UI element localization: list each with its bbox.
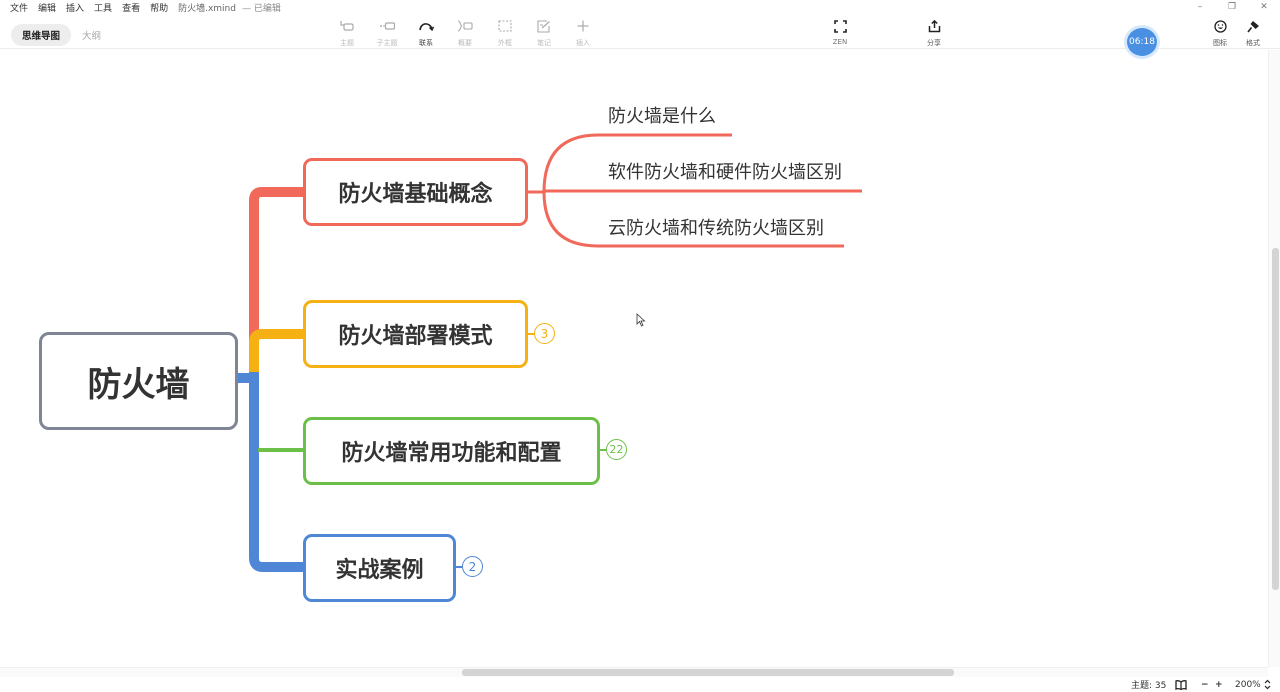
note-icon [536, 18, 552, 34]
tab-mindmap[interactable]: 思维导图 [11, 24, 72, 46]
format-panel-label: 格式 [1246, 39, 1260, 47]
zoom-stepper-icon[interactable] [1264, 678, 1271, 691]
vertical-scroll-thumb[interactable] [1272, 248, 1279, 590]
smiley-icon [1212, 18, 1228, 34]
zen-button[interactable]: ZEN [820, 16, 860, 48]
window-controls: – ❐ ✕ [1184, 0, 1280, 14]
note-label: 笔记 [537, 39, 551, 47]
topic-deployment-modes[interactable]: 防火墙部署模式 [303, 300, 528, 368]
insert-label: 插入 [576, 39, 590, 47]
zen-label: ZEN [832, 38, 848, 46]
menu-view[interactable]: 查看 [122, 3, 141, 14]
menu-file[interactable]: 文件 [10, 3, 29, 14]
horizontal-scroll-thumb[interactable] [462, 669, 954, 676]
menu-bar: 文件 编辑 插入 工具 查看 帮助 防火墙.xmind — 已编辑 [0, 0, 281, 14]
subtopic-what-is-firewall[interactable]: 防火墙是什么 [608, 106, 716, 127]
outline-map-icon[interactable] [1175, 678, 1187, 691]
zoom-level[interactable]: 200% [1235, 679, 1261, 690]
vertical-scrollbar[interactable] [1268, 50, 1280, 667]
format-panel-button[interactable]: 格式 [1233, 16, 1273, 48]
recording-timer[interactable]: 06:18 [1127, 28, 1157, 56]
connector-lines [238, 133, 862, 572]
relationship-icon [418, 18, 434, 34]
insert-icon [575, 18, 591, 34]
zoom-out-button[interactable]: − [1201, 679, 1209, 690]
tab-outline[interactable]: 大纲 [82, 31, 102, 42]
collapsed-count-badge[interactable]: 22 [606, 439, 627, 460]
icon-panel-label: 图标 [1213, 39, 1227, 47]
toolbar: 思维导图 大纲 主题 子主题 联系 概要 [0, 14, 1280, 49]
relationship-label: 联系 [419, 39, 433, 47]
subtopic-button[interactable]: 子主题 [367, 16, 407, 48]
status-bar: 主题: 35 − + 200% [0, 677, 1280, 692]
subtopic-cloud-vs-traditional[interactable]: 云防火墙和传统防火墙区别 [608, 218, 824, 239]
collapsed-count-badge[interactable]: 2 [462, 556, 483, 577]
summary-icon [457, 18, 473, 34]
topic-case-studies[interactable]: 实战案例 [303, 534, 456, 602]
topic-basic-concepts[interactable]: 防火墙基础概念 [303, 158, 528, 226]
document-status: — 已编辑 [241, 3, 281, 14]
insert-button[interactable]: 插入 [563, 16, 603, 48]
menu-edit[interactable]: 编辑 [38, 3, 57, 14]
share-icon [926, 18, 942, 34]
zoom-in-button[interactable]: + [1215, 679, 1223, 690]
share-label: 分享 [927, 39, 941, 47]
icon-panel-button[interactable]: 图标 [1200, 16, 1240, 48]
view-tabs: 思维导图 大纲 [11, 24, 112, 46]
maximize-button[interactable]: ❐ [1227, 2, 1237, 12]
close-button[interactable]: ✕ [1260, 2, 1268, 12]
subtopic-icon [379, 18, 395, 34]
note-button[interactable]: 笔记 [524, 16, 564, 48]
relationship-button[interactable]: 联系 [406, 16, 446, 48]
boundary-icon [497, 18, 513, 34]
topic-common-functions[interactable]: 防火墙常用功能和配置 [303, 417, 600, 485]
root-topic[interactable]: 防火墙 [39, 332, 238, 430]
subtopic-label: 子主题 [376, 39, 398, 47]
document-filename: 防火墙.xmind [178, 3, 236, 14]
horizontal-scrollbar[interactable] [0, 667, 1268, 677]
minimize-button[interactable]: – [1197, 2, 1203, 12]
topic-count: 主题: 35 [1131, 681, 1167, 691]
menu-insert[interactable]: 插入 [66, 3, 85, 14]
summary-label: 概要 [458, 39, 472, 47]
subtopic-software-vs-hardware[interactable]: 软件防火墙和硬件防火墙区别 [608, 162, 842, 183]
summary-button[interactable]: 概要 [445, 16, 485, 48]
topic-icon [339, 18, 355, 34]
paintbrush-icon [1245, 18, 1261, 34]
topic-label: 主题 [340, 39, 354, 47]
mindmap-canvas[interactable]: 防火墙 防火墙基础概念 防火墙部署模式 防火墙常用功能和配置 实战案例 3 22… [0, 50, 1268, 667]
topic-button[interactable]: 主题 [327, 16, 367, 48]
fullscreen-icon [832, 18, 848, 34]
collapsed-count-badge[interactable]: 3 [534, 323, 555, 344]
menu-help[interactable]: 帮助 [150, 3, 169, 14]
boundary-button[interactable]: 外框 [485, 16, 525, 48]
menu-tools[interactable]: 工具 [94, 3, 113, 14]
mouse-cursor-icon [636, 313, 646, 327]
share-button[interactable]: 分享 [914, 16, 954, 48]
boundary-label: 外框 [498, 39, 512, 47]
